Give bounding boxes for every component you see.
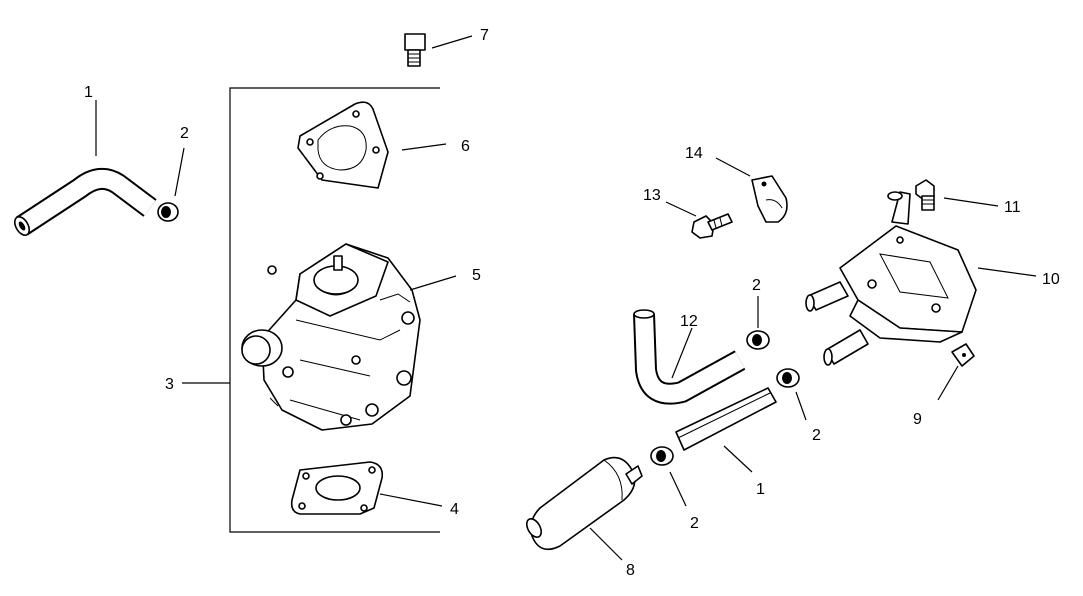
label-clamp-right: 2 [812,427,821,444]
label-nut-9: 9 [913,411,922,428]
label-clamp-left: 2 [180,125,189,142]
carb-assembly-bracket [182,87,440,533]
clamp-left [157,147,185,222]
label-gasket-lower: 4 [450,501,459,518]
label-screw-top: 7 [480,27,489,44]
label-hose-straight: 1 [756,481,765,498]
label-fuel-filter: 8 [626,562,635,579]
label-carb-assy: 3 [165,376,174,393]
label-hose-left: 1 [84,84,93,101]
screw-top [404,33,473,67]
clamp-right [776,368,807,421]
label-clamp-filter: 2 [690,515,699,532]
label-gasket-upper: 6 [461,138,470,155]
clamp-upper [746,296,770,350]
gasket-upper [297,101,447,189]
gasket-lower [290,461,443,515]
label-screw-13: 13 [643,187,661,204]
hose-left [13,100,157,236]
clip-14 [715,157,788,223]
label-carburetor: 5 [472,267,481,284]
label-hose-curved: 12 [680,313,698,330]
clamp-filter [650,446,687,507]
carburetor [241,243,457,431]
fuel-pump [805,191,1037,366]
screw-13 [665,201,733,239]
label-clip-14: 14 [685,145,703,162]
screw-11 [915,179,999,211]
label-clamp-upper: 2 [752,277,761,294]
nut-9 [937,343,975,401]
fuel-filter [525,456,643,561]
label-screw-11: 11 [1004,199,1021,216]
hose-straight [675,387,777,473]
label-fuel-pump: 10 [1042,271,1060,288]
hose-curved [633,309,746,405]
